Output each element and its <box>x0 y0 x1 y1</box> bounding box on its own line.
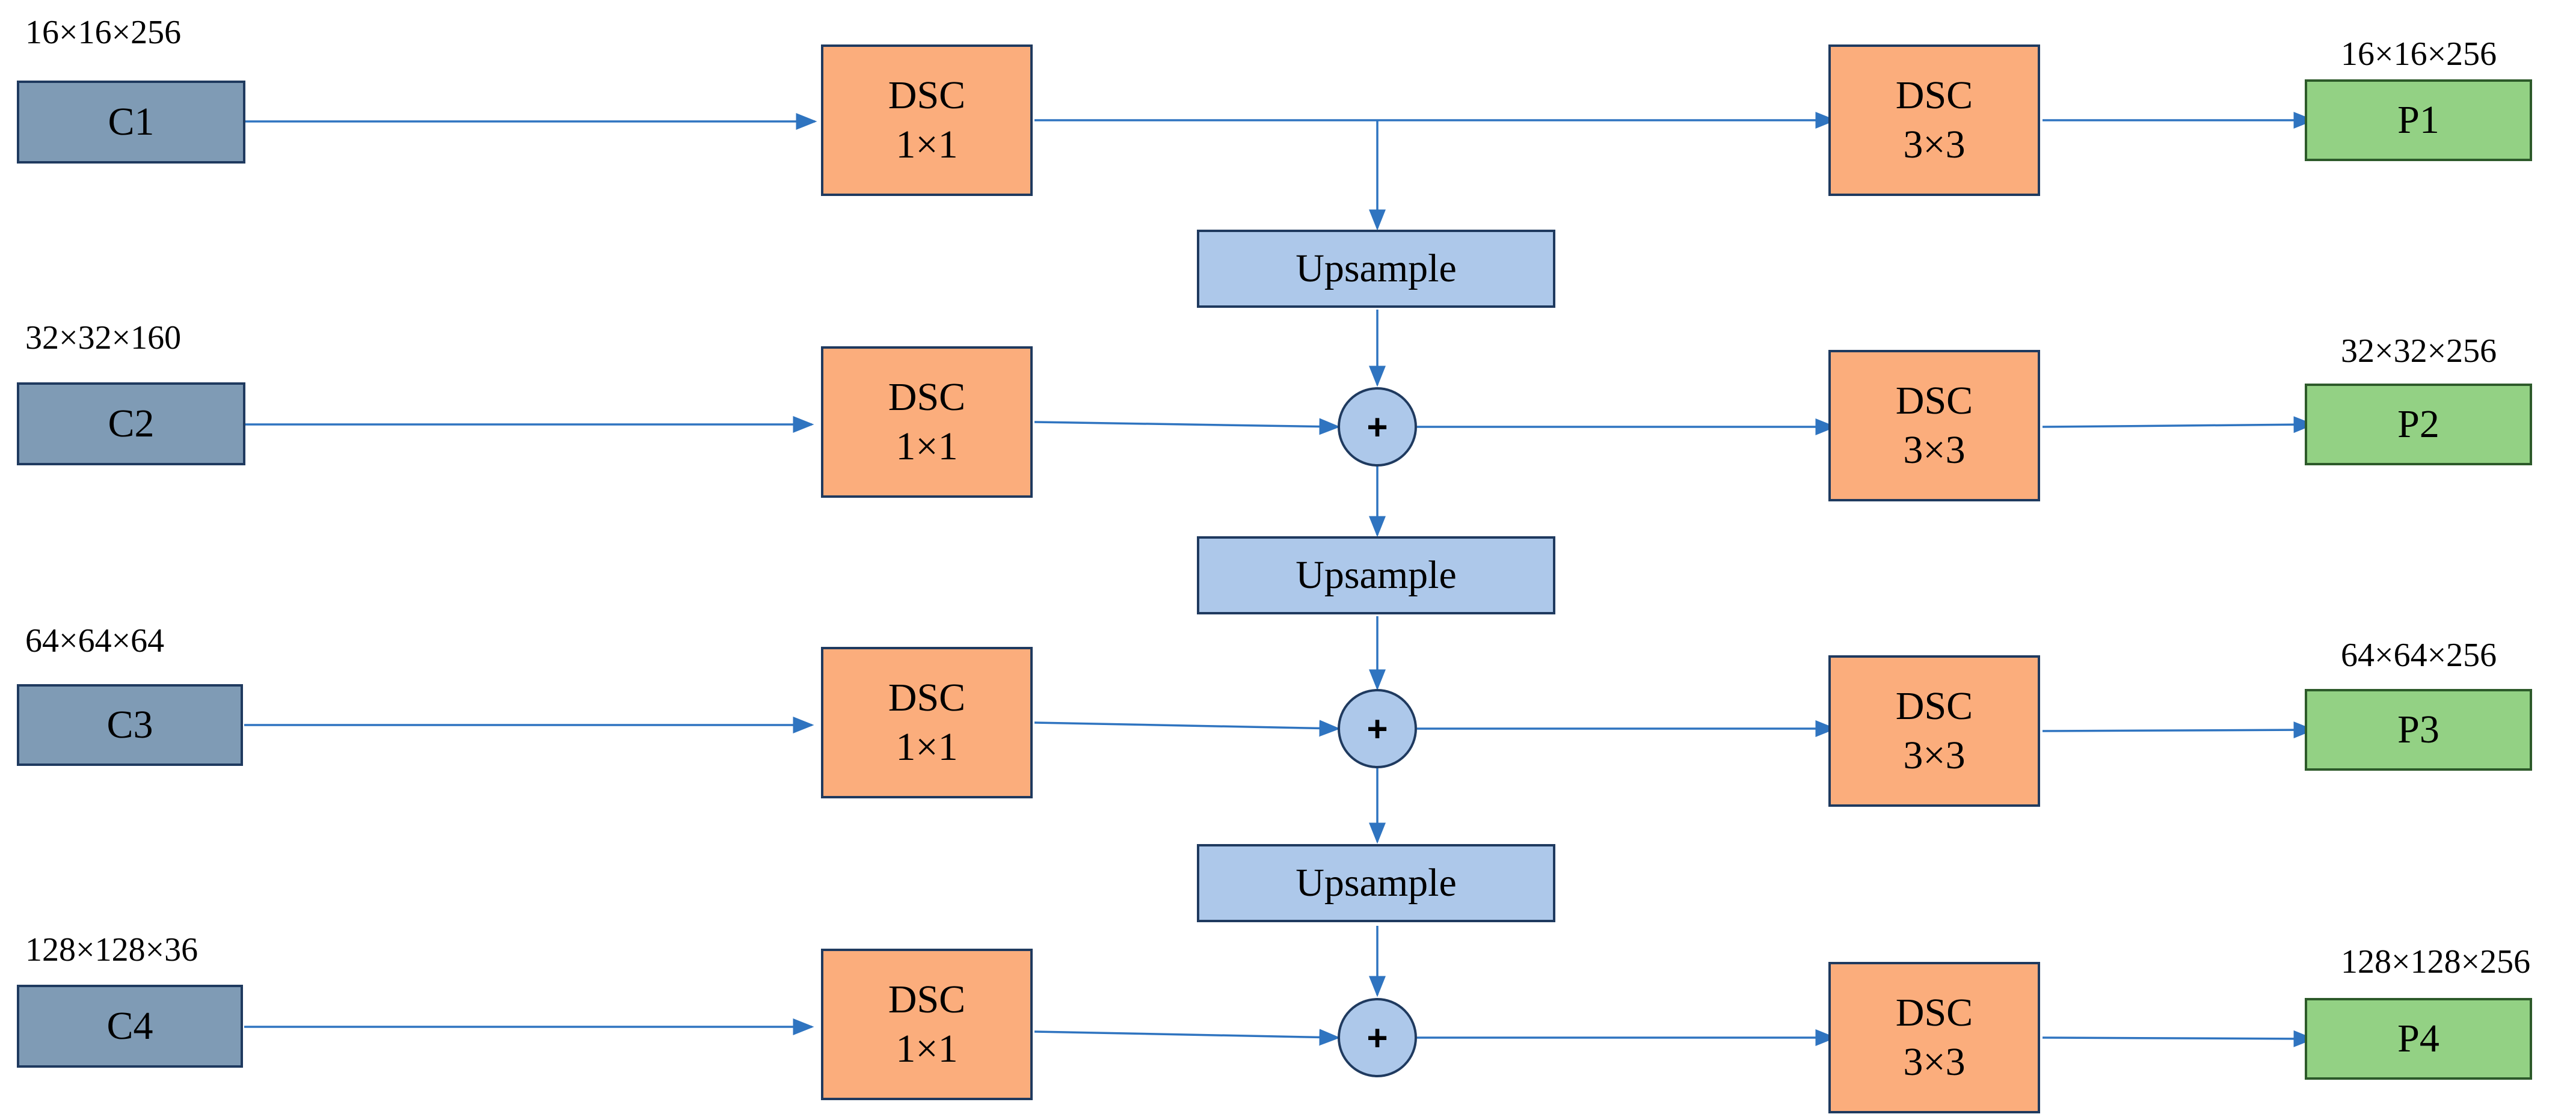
arrow-dsc3-p3 <box>2042 721 2315 739</box>
dsc3-row2-line2: 3×3 <box>1903 428 1966 472</box>
dsc3-row3-line1: DSC <box>1895 684 1973 728</box>
dsc3-row4-line1: DSC <box>1895 990 1973 1035</box>
p3-box: P3 <box>2305 689 2532 771</box>
dsc1-row3-line2: 1×1 <box>896 725 958 769</box>
dsc-3x3-row4: DSC 3×3 <box>1828 962 2040 1113</box>
dsc1-row1-line2: 1×1 <box>896 123 958 167</box>
dsc3-row4-line2: 3×3 <box>1903 1040 1966 1084</box>
add-node-row3: + <box>1338 689 1417 768</box>
input-dim-c1: 16×16×256 <box>25 14 182 51</box>
upsample-3-label: Upsample <box>1296 860 1457 905</box>
dsc3-row2-line1: DSC <box>1895 378 1973 423</box>
c3-box: C3 <box>17 684 243 766</box>
dsc3-row1-line1: DSC <box>1895 73 1973 117</box>
p4-label: P4 <box>2397 1016 2439 1060</box>
c2-box: C2 <box>17 382 245 465</box>
upsample-3: Upsample <box>1197 844 1555 922</box>
dsc3-row3-line2: 3×3 <box>1903 733 1966 777</box>
input-dim-c3: 64×64×64 <box>25 622 165 659</box>
output-dim-p2: 32×32×256 <box>2341 332 2497 370</box>
p3-label: P3 <box>2397 707 2439 751</box>
c4-label: C4 <box>106 1003 153 1048</box>
arrow-dsc3-p4 <box>2042 1030 2315 1047</box>
add-node-row2: + <box>1338 387 1417 467</box>
upsample-1: Upsample <box>1197 230 1555 308</box>
p2-box: P2 <box>2305 384 2532 465</box>
dsc-1x1-row4: DSC 1×1 <box>821 949 1033 1100</box>
upsample-2-label: Upsample <box>1296 552 1457 597</box>
dsc-3x3-row1: DSC 3×3 <box>1828 44 2040 196</box>
p1-box: P1 <box>2305 79 2532 161</box>
c1-box: C1 <box>17 81 245 164</box>
dsc1-row4-line1: DSC <box>888 977 966 1021</box>
c1-label: C1 <box>108 99 155 144</box>
c3-label: C3 <box>106 702 153 747</box>
dsc1-row2-line2: 1×1 <box>896 424 958 468</box>
dsc1-row3-line1: DSC <box>888 675 966 720</box>
dsc-3x3-row2: DSC 3×3 <box>1828 350 2040 501</box>
c2-label: C2 <box>108 401 155 445</box>
p2-label: P2 <box>2397 402 2439 446</box>
input-dim-c2: 32×32×160 <box>25 319 182 357</box>
output-dim-p1: 16×16×256 <box>2341 35 2497 73</box>
dsc-1x1-row2: DSC 1×1 <box>821 346 1033 498</box>
input-dim-c4: 128×128×36 <box>25 931 198 969</box>
add-node-row4: + <box>1338 998 1417 1077</box>
output-dim-p4: 128×128×256 <box>2341 943 2531 981</box>
p4-box: P4 <box>2305 998 2532 1080</box>
output-dim-p3: 64×64×256 <box>2341 637 2497 674</box>
arrow-dsc3-p2 <box>2042 416 2315 433</box>
dsc1-row4-line2: 1×1 <box>896 1027 958 1071</box>
dsc3-row1-line2: 3×3 <box>1903 123 1966 167</box>
dsc1-row1-line1: DSC <box>888 73 966 117</box>
arrow-dsc1-plus2 <box>1034 418 1341 435</box>
dsc-3x3-row3: DSC 3×3 <box>1828 655 2040 807</box>
c4-box: C4 <box>17 985 243 1068</box>
dsc-1x1-row3: DSC 1×1 <box>821 647 1033 798</box>
dsc1-row2-line1: DSC <box>888 375 966 419</box>
p1-label: P1 <box>2397 97 2439 142</box>
upsample-2: Upsample <box>1197 536 1555 614</box>
dsc-1x1-row1: DSC 1×1 <box>821 44 1033 196</box>
arrow-dsc1-plus3 <box>1034 720 1341 737</box>
arrow-dsc1-plus4 <box>1034 1029 1341 1046</box>
upsample-1-label: Upsample <box>1296 246 1457 290</box>
